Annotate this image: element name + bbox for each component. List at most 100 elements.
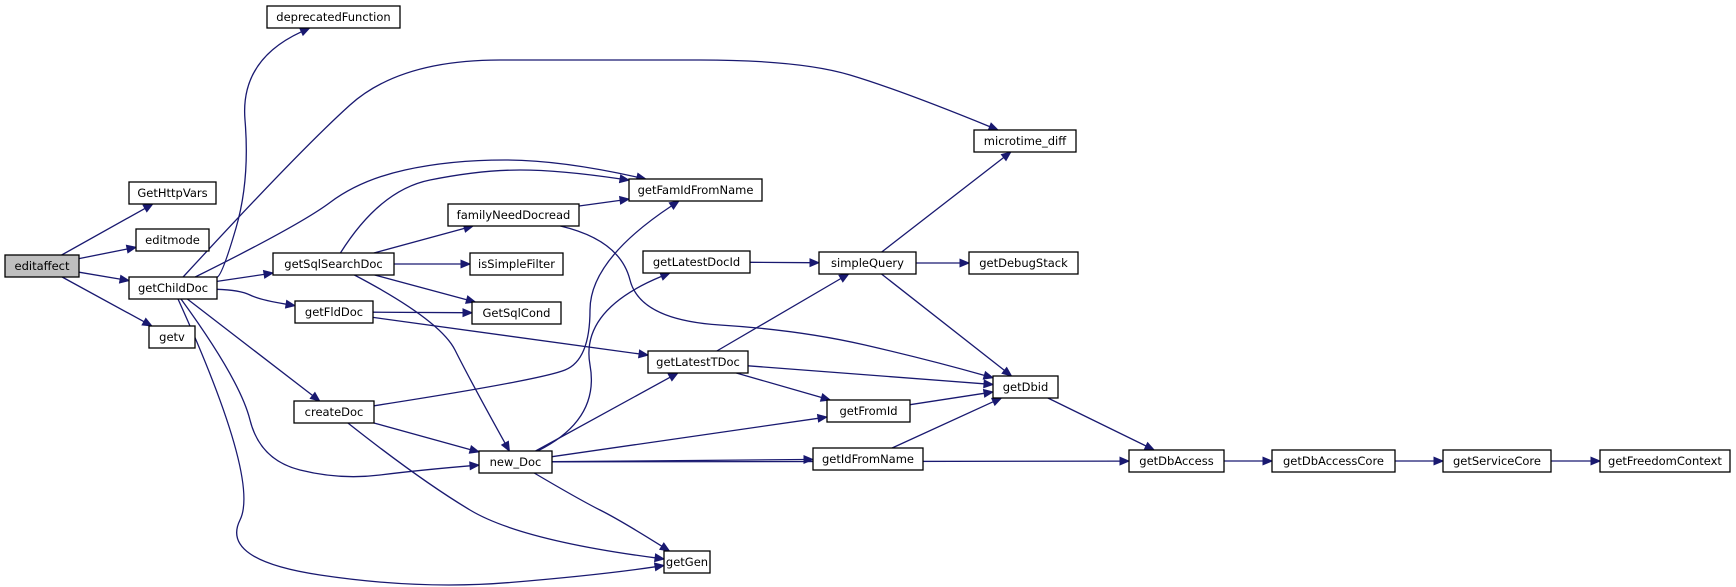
edges-layer bbox=[61, 27, 1602, 586]
edge-line bbox=[347, 422, 656, 559]
node-box bbox=[663, 550, 711, 574]
edge-getDbAccessCore-to-getServiceCore bbox=[1395, 456, 1445, 466]
node-box bbox=[148, 325, 196, 349]
node-new_Doc[interactable]: new_Doc bbox=[478, 450, 553, 474]
edge-editaffect-to-getv bbox=[61, 276, 154, 327]
edge-line bbox=[61, 276, 145, 323]
node-label: getDbAccess bbox=[1139, 454, 1213, 468]
edge-line bbox=[373, 227, 465, 254]
node-getLatestDocId[interactable]: getLatestDocId bbox=[642, 250, 751, 274]
edge-simpleQuery-to-microtime_diff bbox=[881, 151, 1012, 253]
arrowhead-icon bbox=[982, 370, 995, 380]
edge-line bbox=[881, 156, 1005, 253]
edge-line bbox=[537, 275, 662, 452]
edge-familyNeedDocread-to-getFamIdFromName bbox=[578, 195, 631, 207]
node-label: getFromId bbox=[839, 404, 897, 418]
node-box bbox=[1442, 449, 1552, 473]
node-simpleQuery[interactable]: simpleQuery bbox=[818, 251, 917, 275]
edge-line bbox=[372, 316, 640, 355]
node-box bbox=[973, 129, 1077, 153]
node-box bbox=[647, 350, 749, 374]
node-box bbox=[128, 276, 218, 300]
arrowhead-icon bbox=[983, 379, 995, 389]
edge-line bbox=[180, 298, 471, 478]
arrowhead-icon bbox=[638, 349, 650, 359]
arrowhead-icon bbox=[142, 203, 154, 213]
node-getGen[interactable]: getGen bbox=[663, 550, 711, 574]
arrowhead-icon bbox=[668, 200, 680, 211]
edge-getLatestTDoc-to-getFromId bbox=[736, 372, 832, 402]
node-getFreedomContext[interactable]: getFreedomContext bbox=[1599, 449, 1731, 473]
node-editmode[interactable]: editmode bbox=[135, 228, 210, 252]
edge-line bbox=[78, 248, 128, 260]
node-box bbox=[293, 400, 375, 424]
arrowhead-icon bbox=[1143, 441, 1156, 451]
edge-line bbox=[535, 376, 671, 452]
edge-line bbox=[182, 59, 990, 278]
node-isSimpleFilter[interactable]: isSimpleFilter bbox=[469, 252, 564, 276]
edge-getSqlSearchDoc-to-getFamIdFromName bbox=[339, 169, 631, 254]
node-getSqlSearchDoc[interactable]: getSqlSearchDoc bbox=[272, 252, 395, 276]
edge-line bbox=[1047, 397, 1147, 447]
node-box bbox=[128, 181, 217, 205]
arrowhead-icon bbox=[959, 258, 971, 268]
edge-getFromId-to-getDbid bbox=[909, 388, 995, 406]
edge-simpleQuery-to-getDebugStack bbox=[916, 258, 971, 268]
node-getDebugStack[interactable]: getDebugStack bbox=[968, 251, 1079, 275]
node-label: createDoc bbox=[305, 405, 364, 419]
arrowhead-icon bbox=[667, 372, 680, 382]
nodes-layer: editaffect GetHttpVars editmode getChildDoc… bbox=[4, 5, 1731, 574]
edge-getSqlSearchDoc-to-familyNeedDocread bbox=[373, 224, 475, 254]
node-label: getv bbox=[159, 330, 185, 344]
arrowhead-icon bbox=[299, 27, 311, 37]
edge-new_Doc-to-getGen bbox=[533, 472, 671, 552]
node-box bbox=[469, 252, 564, 276]
arrowhead-icon bbox=[990, 397, 1003, 407]
arrowhead-icon bbox=[658, 542, 671, 552]
node-getLatestTDoc[interactable]: getLatestTDoc bbox=[647, 350, 749, 374]
node-label: getServiceCore bbox=[1453, 454, 1541, 468]
edge-createDoc-to-getGen bbox=[347, 422, 666, 563]
node-getv[interactable]: getv bbox=[148, 325, 196, 349]
node-getChildDoc[interactable]: getChildDoc bbox=[128, 276, 218, 300]
edge-line bbox=[891, 401, 994, 449]
edge-line bbox=[560, 225, 985, 377]
arrowhead-icon bbox=[653, 562, 666, 572]
node-box bbox=[471, 301, 562, 325]
edge-getSqlSearchDoc-to-GetSqlCond bbox=[374, 274, 477, 304]
edge-line bbox=[533, 472, 663, 547]
node-createDoc[interactable]: createDoc bbox=[293, 400, 375, 424]
node-deprecatedFunction[interactable]: deprecatedFunction bbox=[266, 5, 401, 29]
node-box bbox=[1271, 449, 1396, 473]
node-GetSqlCond[interactable]: GetSqlCond bbox=[471, 301, 562, 325]
edge-editaffect-to-editmode bbox=[78, 244, 138, 260]
edge-getLatestTDoc-to-getDbid bbox=[747, 365, 995, 389]
arrowhead-icon bbox=[1000, 151, 1012, 162]
node-getFldDoc[interactable]: getFldDoc bbox=[294, 300, 374, 324]
node-getDbid[interactable]: getDbid bbox=[992, 375, 1059, 399]
node-label: new_Doc bbox=[490, 455, 542, 469]
node-editaffect[interactable]: editaffect bbox=[4, 254, 80, 278]
node-getFamIdFromName[interactable]: getFamIdFromName bbox=[628, 178, 763, 202]
node-label: simpleQuery bbox=[831, 256, 904, 270]
edge-line bbox=[736, 372, 822, 399]
node-getFromId[interactable]: getFromId bbox=[826, 399, 911, 423]
arrowhead-icon bbox=[1262, 456, 1274, 466]
node-getDbAccessCore[interactable]: getDbAccessCore bbox=[1271, 449, 1396, 473]
edge-getFldDoc-to-getLatestTDoc bbox=[372, 316, 650, 359]
node-getDbAccess[interactable]: getDbAccess bbox=[1128, 449, 1225, 473]
node-microtime_diff[interactable]: microtime_diff bbox=[973, 129, 1077, 153]
node-GetHttpVars[interactable]: GetHttpVars bbox=[128, 181, 217, 205]
node-getServiceCore[interactable]: getServiceCore bbox=[1442, 449, 1552, 473]
arrowhead-icon bbox=[1433, 456, 1445, 466]
edge-line bbox=[551, 417, 819, 458]
arrowhead-icon bbox=[654, 553, 666, 563]
edge-line bbox=[374, 274, 467, 301]
arrowhead-icon bbox=[1590, 456, 1602, 466]
node-familyNeedDocread[interactable]: familyNeedDocread bbox=[447, 203, 580, 227]
node-getIdFromName[interactable]: getIdFromName bbox=[812, 447, 924, 471]
arrowhead-icon bbox=[469, 461, 481, 471]
edge-line bbox=[78, 271, 121, 280]
node-box bbox=[812, 447, 924, 471]
node-label: microtime_diff bbox=[984, 134, 1067, 148]
